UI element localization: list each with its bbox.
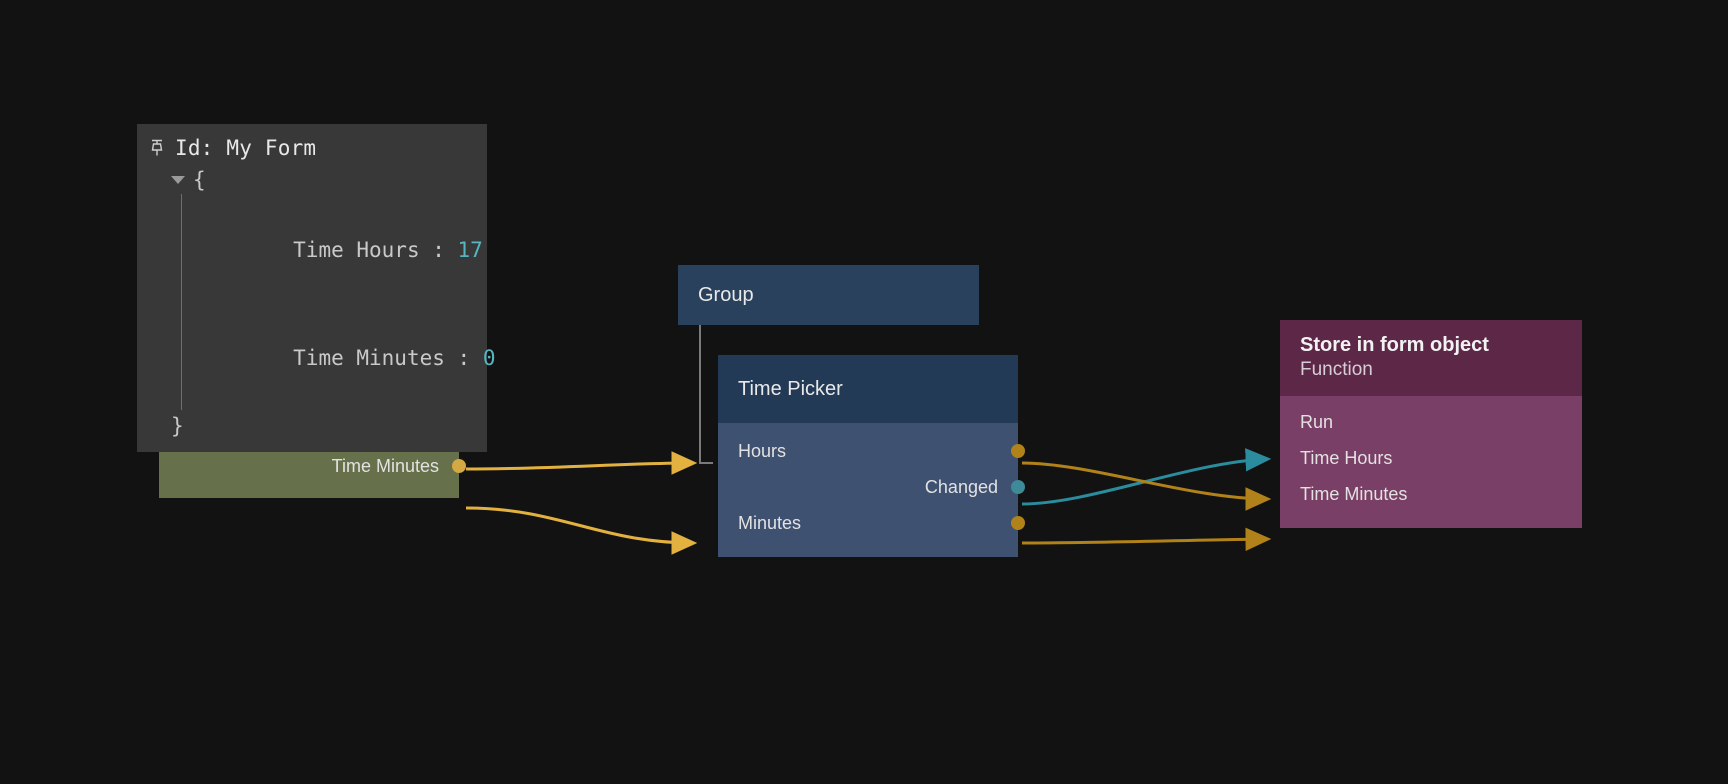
node-store-title: Store in form object — [1300, 334, 1489, 356]
node-group-title: Group — [698, 284, 754, 306]
inspector-entries: Time Hours : 17 Time Minutes : 0 — [137, 194, 495, 412]
node-time-picker-body: Hours Changed Minutes — [718, 423, 1025, 557]
output-port-dot-minutes[interactable] — [1011, 516, 1025, 530]
inspector-entry-row: Time Hours : 17 — [192, 196, 487, 304]
inspector-title: Id: My Form — [175, 136, 317, 160]
node-time-picker-title: Time Picker — [738, 378, 843, 400]
node-store-subtitle: Function — [1300, 359, 1373, 380]
output-port-label: Time Minutes — [331, 456, 439, 476]
node-store-in-form-object[interactable]: Store in form object Function Run Time H… — [1280, 320, 1582, 528]
node-time-picker[interactable]: Time Picker Hours Changed Minutes — [718, 355, 1025, 557]
input-port-label: Time Hours — [1300, 448, 1393, 468]
output-port-dot-hours[interactable] — [1011, 444, 1025, 458]
node-group[interactable]: Group — [678, 265, 979, 325]
output-port-dot[interactable] — [452, 459, 466, 473]
inspector-entry-row: Time Minutes : 0 — [192, 304, 495, 412]
input-port-time-hours[interactable]: Time Hours — [1280, 440, 1582, 476]
node-time-picker-header[interactable]: Time Picker — [718, 355, 1018, 423]
port-row-hours[interactable]: Hours — [718, 433, 1025, 469]
inspector-open-brace: { — [193, 168, 206, 192]
input-port-label: Run — [1300, 412, 1334, 432]
output-port-changed[interactable]: Changed — [718, 469, 1025, 505]
inspector-open-brace-row: { — [137, 168, 487, 192]
triangle-down-icon[interactable] — [171, 176, 185, 184]
group-child-link-horizontal — [699, 462, 713, 464]
pinned-inspector-panel[interactable]: Id: My Form { Time Hours : 17 Time Minut… — [137, 124, 495, 452]
port-row-minutes[interactable]: Minutes — [718, 505, 1025, 541]
group-child-link-vertical — [699, 325, 701, 463]
output-port-label-changed: Changed — [924, 477, 998, 497]
inspector-title-row: Id: My Form — [137, 134, 487, 162]
input-port-label-hours: Hours — [738, 441, 787, 461]
inspector-entry-value: 0 — [482, 346, 496, 370]
input-port-label-minutes: Minutes — [738, 513, 802, 533]
edge-timeminutes-to-minutes — [465, 506, 698, 555]
inspector-entry-value: 17 — [457, 238, 483, 262]
edge-changed-to-run — [1021, 448, 1272, 506]
inspector-entry-key: Time Hours : — [293, 238, 458, 262]
node-store-header[interactable]: Store in form object Function — [1280, 320, 1582, 396]
edge-minutesout-to-timeminutes — [1021, 527, 1272, 551]
node-group-header[interactable]: Group — [678, 265, 979, 325]
inspector-entry-key: Time Minutes : — [293, 346, 483, 370]
inspector-close-brace: } — [171, 414, 184, 438]
inspector-close-brace-row: } — [137, 414, 487, 438]
input-port-label: Time Minutes — [1300, 484, 1408, 504]
input-port-time-minutes[interactable]: Time Minutes — [1280, 476, 1582, 512]
output-port-time-minutes[interactable]: Time Minutes — [159, 448, 466, 484]
pin-icon[interactable] — [149, 139, 165, 157]
input-port-run[interactable]: Run — [1280, 404, 1582, 440]
edge-timehours-to-hours — [465, 451, 698, 475]
node-store-body: Run Time Hours Time Minutes — [1280, 396, 1582, 528]
inspector-indent-guide — [181, 194, 182, 410]
output-port-dot-changed[interactable] — [1011, 480, 1025, 494]
edge-hoursout-to-timehours — [1021, 461, 1272, 511]
